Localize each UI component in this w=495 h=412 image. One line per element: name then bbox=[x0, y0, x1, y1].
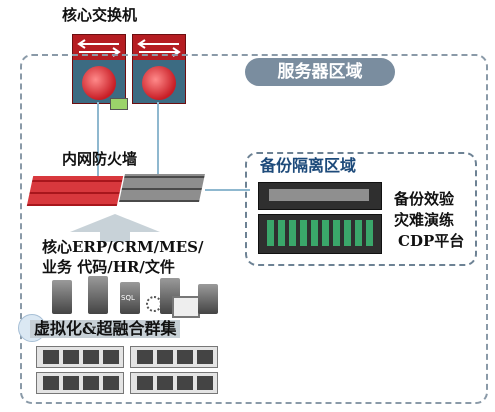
core-switch-label: 核心交换机 bbox=[62, 6, 138, 24]
core-switch-right-icon bbox=[132, 34, 186, 104]
router-icon bbox=[82, 66, 116, 100]
backup-service-2: 灾难演练 bbox=[394, 211, 455, 229]
hyperconverged-node-icon bbox=[36, 372, 124, 394]
backup-server-icon bbox=[258, 182, 382, 210]
firewall-red-icon bbox=[26, 176, 124, 206]
monitor-icon bbox=[172, 296, 200, 318]
switch-arrows-icon bbox=[137, 39, 181, 57]
hyperconverged-node-icon bbox=[130, 372, 218, 394]
backup-service-3: CDP平台 bbox=[398, 232, 465, 250]
router-icon bbox=[142, 66, 176, 100]
hyperconverged-node-icon bbox=[36, 346, 124, 368]
backup-zone-label: 备份隔离区域 bbox=[256, 156, 361, 176]
firewall-gray-icon bbox=[119, 174, 205, 202]
business-system-line-1: 核心ERP/CRM/MES/ bbox=[42, 238, 204, 256]
cluster-label: 虚拟化&超融合群集 bbox=[30, 320, 181, 338]
database-server-icon: SQL bbox=[120, 282, 140, 314]
backup-service-1: 备份效验 bbox=[394, 190, 455, 208]
storage-array-icon bbox=[258, 214, 382, 254]
business-system-line-2: 业务 代码/HR/文件 bbox=[42, 258, 175, 276]
backup-zone bbox=[245, 152, 477, 266]
switch-module-icon bbox=[110, 98, 128, 110]
core-switch-left-icon bbox=[72, 34, 126, 104]
server-zone-label: 服务器区域 bbox=[245, 58, 395, 86]
server-tower-icon bbox=[198, 284, 218, 314]
server-tower-icon bbox=[52, 280, 72, 314]
switch-arrows-icon bbox=[77, 39, 121, 57]
sql-text: SQL bbox=[121, 294, 135, 302]
server-tower-icon bbox=[88, 276, 108, 314]
server-zone bbox=[20, 54, 488, 404]
hyperconverged-node-icon bbox=[130, 346, 218, 368]
firewall-label: 内网防火墙 bbox=[62, 150, 138, 168]
